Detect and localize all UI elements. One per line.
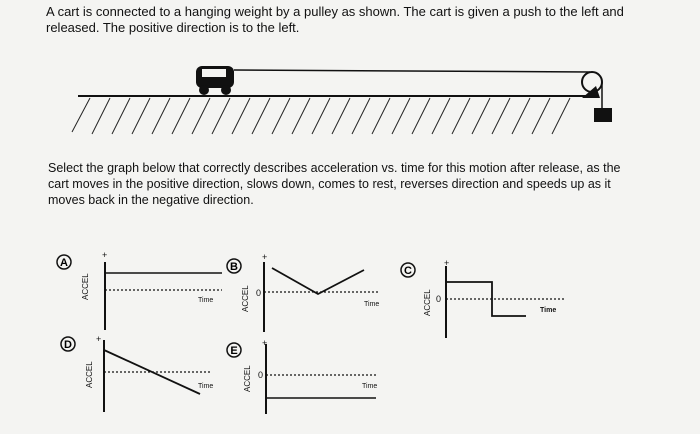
- graph-a-plus: +: [102, 250, 107, 260]
- instruction-line-1: Select the graph below that correctly de…: [48, 161, 621, 175]
- graph-b-plus: +: [262, 252, 267, 262]
- graph-a-xlabel: Time: [198, 297, 213, 304]
- hanging-weight: [594, 108, 612, 122]
- graph-b: B + ACCEL 0 Time: [226, 252, 380, 332]
- graph-d-plus: +: [96, 334, 101, 344]
- graph-b-curve: [271, 267, 365, 296]
- graph-a-letter: A: [60, 257, 68, 269]
- cart: [196, 66, 234, 95]
- graph-a: A + ACCEL Time: [56, 250, 222, 330]
- graph-d-letter: D: [64, 339, 72, 351]
- graph-c-letter: C: [404, 265, 412, 277]
- graph-e-xlabel: Time: [362, 383, 377, 390]
- instruction-line-2: cart moves in the positive direction, sl…: [48, 177, 611, 191]
- graph-c-plus: +: [444, 258, 449, 268]
- graph-a-ylabel: ACCEL: [81, 273, 90, 300]
- graph-e: E + ACCEL 0 Time: [226, 338, 377, 414]
- graph-c-ylabel: ACCEL: [423, 289, 432, 316]
- graph-e-letter: E: [230, 345, 237, 357]
- graph-d-ylabel: ACCEL: [85, 361, 94, 388]
- graph-c-zero: 0: [436, 294, 441, 304]
- graph-c: C + ACCEL 0 Time: [400, 258, 566, 338]
- graph-e-ylabel: ACCEL: [243, 365, 252, 392]
- graph-b-zero: 0: [256, 288, 261, 298]
- graph-d-curve: [103, 349, 201, 395]
- graph-c-curve: [446, 281, 526, 317]
- graph-b-xlabel: Time: [364, 301, 379, 308]
- graph-e-plus: +: [262, 338, 267, 348]
- problem-line-2: released. The positive direction is to t…: [46, 20, 300, 35]
- instruction-line-3: moves back in the negative direction.: [48, 193, 254, 207]
- graph-d: D + ACCEL Time: [60, 334, 213, 412]
- graph-e-zero: 0: [258, 370, 263, 380]
- table-hatching: [71, 97, 571, 135]
- string: [233, 69, 591, 73]
- graph-c-xlabel: Time: [540, 307, 556, 314]
- graph-b-ylabel: ACCEL: [241, 285, 250, 312]
- pulley: [581, 71, 603, 98]
- graph-d-xlabel: Time: [198, 383, 213, 390]
- cart-pulley-diagram: [71, 66, 612, 135]
- problem-line-1: A cart is connected to a hanging weight …: [46, 4, 624, 19]
- graph-b-letter: B: [230, 261, 238, 273]
